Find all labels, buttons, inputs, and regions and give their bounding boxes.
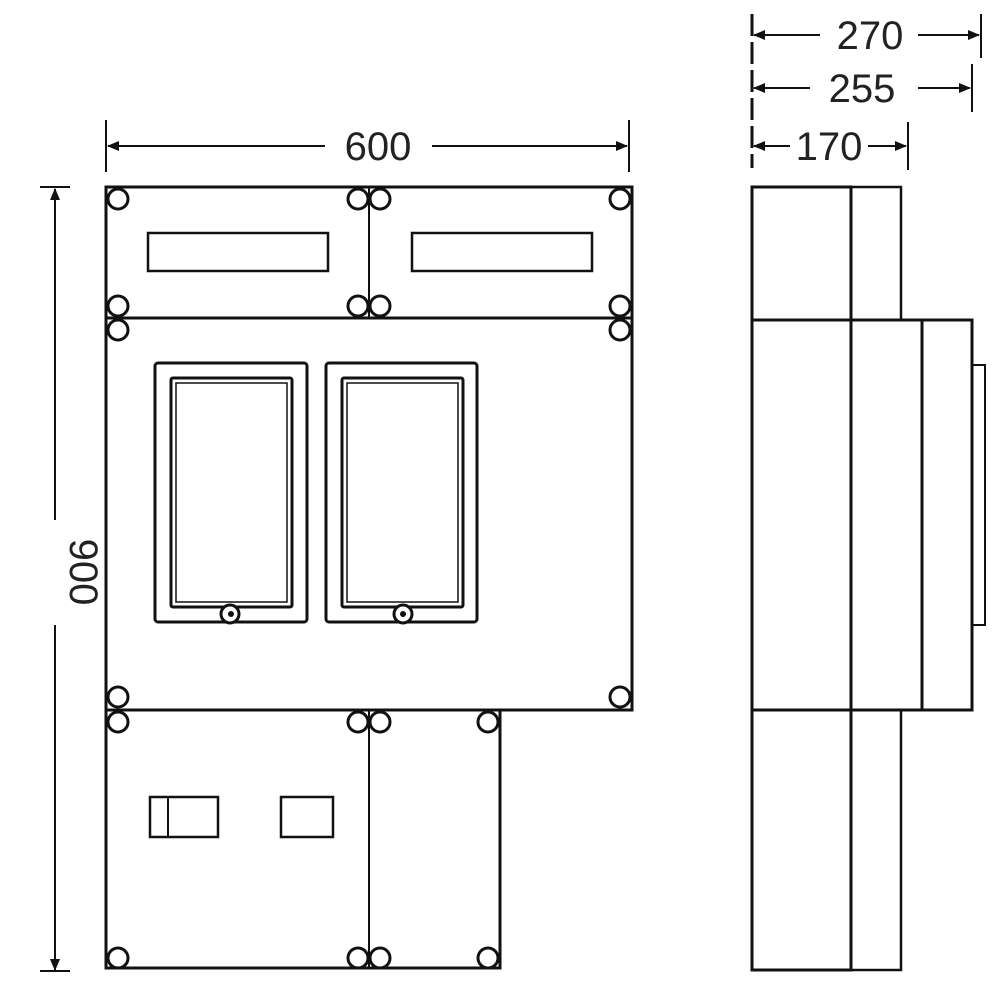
screw-icon — [608, 187, 632, 211]
screws — [106, 187, 632, 970]
cutout-right — [279, 795, 335, 839]
depth-dimensions: 270 255 170 — [750, 14, 982, 170]
screw-icon — [368, 946, 392, 970]
screw-icon — [106, 710, 130, 734]
screw-icon — [368, 294, 392, 318]
screw-icon — [476, 946, 500, 970]
screw-icon — [346, 710, 370, 734]
screw-icon — [106, 187, 130, 211]
cutout-left — [148, 795, 220, 839]
screw-icon — [476, 710, 500, 734]
screw-icon — [106, 318, 130, 342]
width-dimension: 600 — [105, 120, 630, 172]
screw-icon — [346, 946, 370, 970]
screw-icon — [608, 318, 632, 342]
screw-icon — [106, 685, 130, 709]
window-left — [153, 361, 309, 625]
window-right — [324, 361, 479, 625]
screw-icon — [368, 710, 392, 734]
screw-icon — [346, 294, 370, 318]
screw-icon — [608, 685, 632, 709]
height-dimension: 900 — [40, 186, 105, 972]
front-view — [104, 185, 634, 970]
screw-icon — [106, 294, 130, 318]
depth-total-label: 270 — [837, 14, 904, 58]
width-label: 600 — [345, 125, 412, 169]
label-strip-left — [146, 231, 330, 273]
depth-base-label: 170 — [796, 125, 863, 169]
side-view — [750, 185, 986, 972]
depth-mid-label: 255 — [829, 67, 896, 111]
height-label: 900 — [61, 539, 105, 606]
screw-icon — [608, 294, 632, 318]
label-strip-right — [410, 231, 594, 273]
screw-icon — [106, 946, 130, 970]
screw-icon — [346, 187, 370, 211]
screw-icon — [368, 187, 392, 211]
